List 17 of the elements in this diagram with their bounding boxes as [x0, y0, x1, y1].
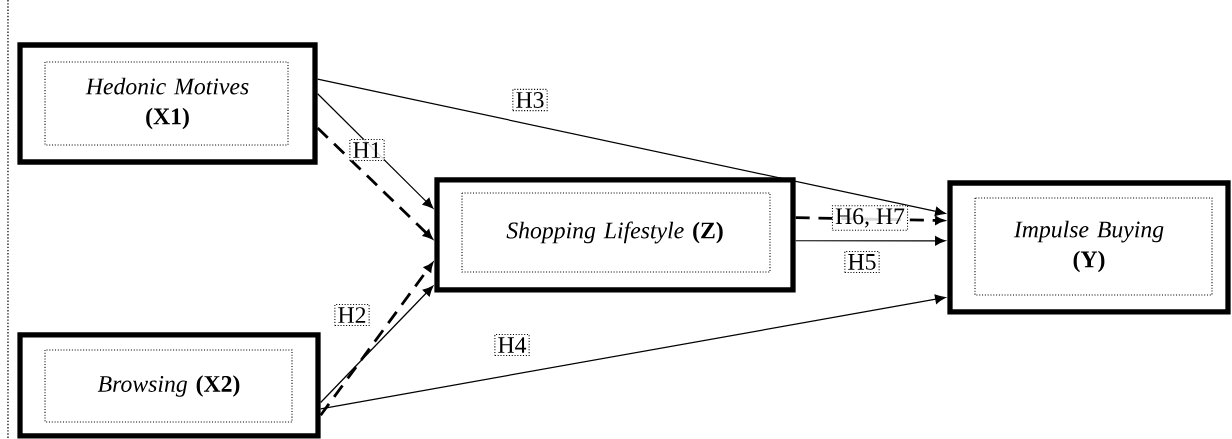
- arrow: [320, 294, 946, 410]
- edge-label: H3: [512, 88, 548, 112]
- edge-label: H4: [494, 334, 530, 356]
- arrow: [319, 262, 433, 417]
- arrow: [316, 126, 433, 239]
- variable-box: Hedonic Motives (X1): [17, 42, 318, 165]
- edge-label: H6, H7: [831, 205, 909, 231]
- arrow: [795, 236, 946, 246]
- edge-label: H5: [844, 250, 880, 274]
- variable-box: Browsing (X2): [17, 332, 321, 439]
- arrow: [317, 93, 434, 209]
- variable-box: Impulse Buying (Y): [947, 180, 1231, 315]
- edge-label: H1: [349, 139, 385, 161]
- arrow: [320, 285, 434, 404]
- variable-box: Shopping Lifestyle (Z): [434, 177, 796, 293]
- edge-label: H2: [334, 303, 370, 326]
- arrow: [317, 78, 946, 217]
